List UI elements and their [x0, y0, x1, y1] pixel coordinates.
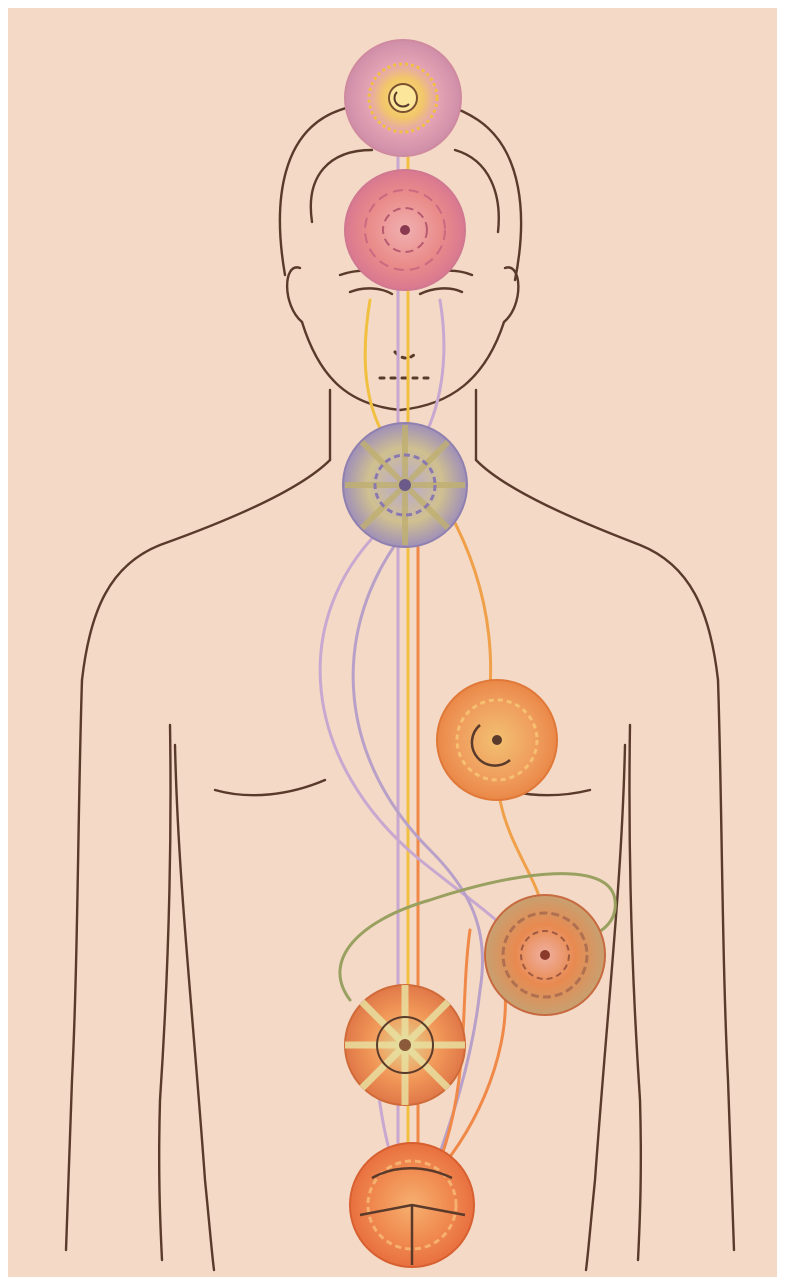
left-torso	[175, 745, 214, 1270]
left-pectoral	[215, 780, 325, 795]
left-shoulder	[82, 460, 330, 680]
sacral-center-icon	[345, 985, 465, 1105]
left-arm-inner	[159, 725, 170, 1260]
solar-center-icon	[485, 895, 605, 1015]
crown-center-icon	[345, 40, 461, 156]
right-arm-outer	[718, 680, 734, 1250]
lilac-brow-channel	[420, 300, 444, 445]
brow-center-icon	[345, 170, 465, 290]
left-arm-outer	[66, 680, 82, 1250]
right-eye	[420, 288, 462, 294]
heart-center-icon	[437, 680, 557, 800]
root-center-icon	[350, 1143, 474, 1267]
right-arm-inner	[629, 725, 640, 1260]
right-torso	[586, 745, 625, 1270]
right-shoulder	[476, 460, 718, 680]
left-eye	[350, 288, 392, 294]
yellow-brow-channel	[365, 300, 390, 445]
jaw-outline	[302, 322, 504, 410]
left-ear	[287, 267, 302, 322]
throat-center-icon	[343, 423, 467, 547]
right-ear	[504, 267, 518, 322]
